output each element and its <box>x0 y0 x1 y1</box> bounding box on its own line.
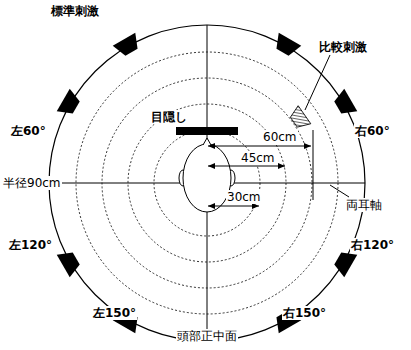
standard-stimulus-label: 標準刺激 <box>50 4 100 18</box>
axis-label: 両耳軸 <box>345 198 383 212</box>
midplane-label: 頭部正中面 <box>176 329 238 343</box>
dimension-label: 30cm <box>226 190 262 204</box>
comparison-stimulus-label: 比較刺激 <box>318 40 368 54</box>
angle-label: 左60° <box>10 124 47 138</box>
dimension-label: 60cm <box>262 130 298 144</box>
dimension-label: 45cm <box>240 151 276 165</box>
angle-label: 左120° <box>8 238 53 252</box>
angle-label: 右150° <box>282 306 327 320</box>
angle-label: 右120° <box>350 238 395 252</box>
radius-label: 半径90cm <box>2 176 62 190</box>
angle-label: 右60° <box>354 124 391 138</box>
angle-label: 左150° <box>92 306 137 320</box>
blindfold-label: 目隠し <box>150 110 188 124</box>
